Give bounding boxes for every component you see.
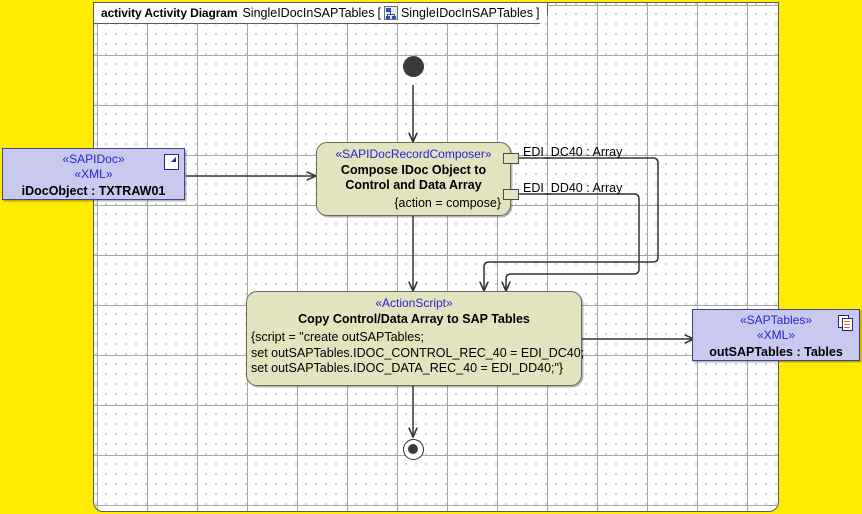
action-script-line-1: {script = "create outSAPTables;	[251, 330, 424, 344]
documents-stack-icon	[838, 315, 854, 331]
composer-stereotype: «SAPIDocRecordComposer»	[335, 147, 492, 161]
sap-tables-label: outSAPTables : Tables	[709, 345, 843, 359]
output-pin-edi-dd40-label: EDI_DD40 : Array	[523, 181, 623, 195]
frame-diagram-name: SingleIDocInSAPTables	[242, 6, 375, 20]
action-node-composer[interactable]: «SAPIDocRecordComposer» Compose IDoc Obj…	[316, 142, 511, 216]
object-node-sap-tables[interactable]: «SAPTables» «XML» outSAPTables : Tables	[692, 309, 860, 361]
initial-node[interactable]	[403, 56, 424, 77]
composer-name-line-2: Control and Data Array	[345, 178, 482, 192]
composer-property: {action = compose}	[394, 196, 501, 210]
document-icon	[164, 154, 179, 170]
idoc-object-label: iDocObject : TXTRAW01	[21, 184, 166, 198]
output-pin-edi-dc40-label: EDI_DC40 : Array	[523, 145, 623, 159]
action-node-action-script[interactable]: «ActionScript» Copy Control/Data Array t…	[246, 291, 585, 386]
frame-bracket-close: ]	[536, 6, 540, 20]
grid-background	[94, 3, 778, 511]
activity-final-node[interactable]	[403, 439, 424, 460]
sap-tables-stereotype-1: «SAPTables»	[739, 313, 813, 327]
action-script-name: Copy Control/Data Array to SAP Tables	[298, 312, 530, 326]
frame-bracket-open: [	[377, 6, 381, 20]
activity-diagram-frame: activity Activity Diagram SingleIDocInSA…	[93, 2, 779, 512]
output-pin-edi-dc40[interactable]	[503, 153, 519, 164]
frame-title-tab[interactable]: activity Activity Diagram SingleIDocInSA…	[94, 3, 548, 24]
frame-kind-label: activity Activity Diagram	[101, 6, 238, 20]
frame-qualified-name: SingleIDocInSAPTables	[400, 6, 533, 20]
output-pin-edi-dd40[interactable]	[503, 189, 519, 200]
composer-name-line-1: Compose IDoc Object to	[340, 163, 487, 177]
idoc-object-stereotype-2: «XML»	[74, 167, 113, 181]
object-node-idoc-object[interactable]: «SAPIDoc» «XML» iDocObject : TXTRAW01	[2, 148, 185, 200]
action-script-stereotype: «ActionScript»	[375, 296, 453, 310]
action-script-line-2: set outSAPTables.IDOC_CONTROL_REC_40 = E…	[251, 345, 585, 360]
idoc-object-stereotype-1: «SAPIDoc»	[62, 152, 125, 166]
activity-diagram-icon	[384, 6, 398, 20]
action-script-line-3: set outSAPTables.IDOC_DATA_REC_40 = EDI_…	[251, 361, 564, 375]
sap-tables-stereotype-2: «XML»	[756, 328, 796, 342]
